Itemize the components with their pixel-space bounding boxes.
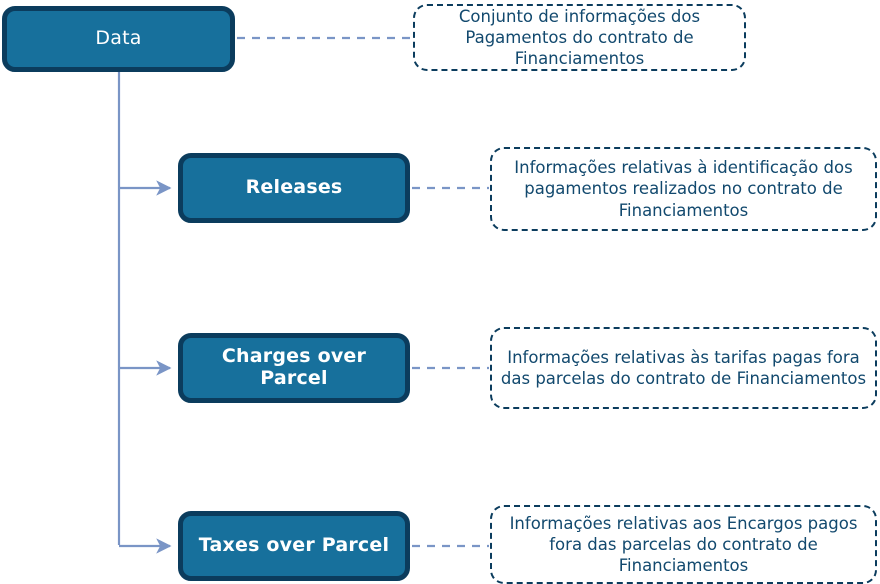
note-data-text: Conjunto de informações dos Pagamentos d… [458,6,701,69]
node-taxes-over-parcel[interactable]: Taxes over Parcel [178,511,410,581]
note-releases: Informações relativas à identificação do… [490,147,877,231]
node-data[interactable]: Data [2,6,235,72]
note-data: Conjunto de informações dos Pagamentos d… [413,4,746,71]
note-taxes-over-parcel: Informações relativas aos Encargos pagos… [490,505,877,584]
node-releases-label: Releases [245,176,343,199]
node-charges-over-parcel-label: Charges over Parcel [221,345,367,389]
node-taxes-over-parcel-label: Taxes over Parcel [198,534,390,557]
node-charges-over-parcel[interactable]: Charges over Parcel [178,333,410,403]
node-data-label: Data [95,27,142,50]
note-charges-over-parcel: Informações relativas às tarifas pagas f… [490,327,877,409]
note-taxes-over-parcel-text: Informações relativas aos Encargos pagos… [509,513,858,576]
note-charges-over-parcel-text: Informações relativas às tarifas pagas f… [500,347,867,388]
note-releases-text: Informações relativas à identificação do… [514,158,853,220]
node-releases[interactable]: Releases [178,153,410,223]
